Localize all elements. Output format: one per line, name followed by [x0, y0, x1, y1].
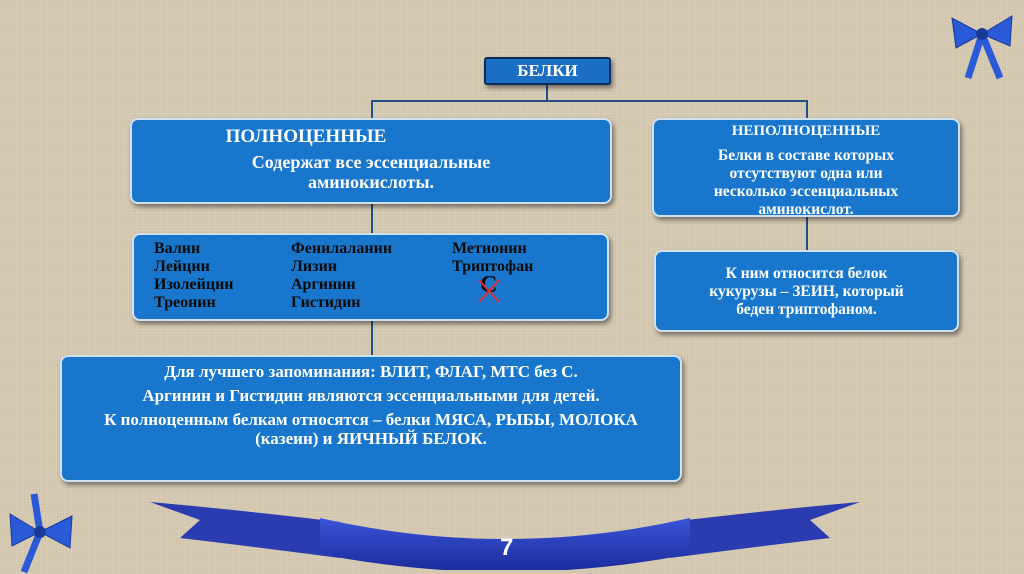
incomplete-desc-line: аминокислот. — [758, 201, 854, 218]
amino-acid: Фенилаланин — [291, 240, 393, 257]
zein-line: кукурузы – ЗЕИН, который — [709, 283, 904, 300]
amino-acid: Метионин — [452, 240, 527, 257]
incomplete-desc-line: Белки в составе которых — [718, 147, 894, 164]
complete-desc-line: аминокислоты. — [308, 172, 434, 192]
incomplete-desc-line: отсутствуют одна или — [729, 165, 883, 182]
note: Аргинин и Гистидин являются эссенциальны… — [142, 386, 600, 405]
note: Для лучшего запоминания: ВЛИТ, ФЛАГ, МТС… — [164, 362, 578, 381]
zein-line: беден триптофаном. — [736, 301, 877, 318]
incomplete-proteins-box: НЕПОЛНОЦЕННЫЕ Белки в составе которых от… — [652, 118, 960, 218]
amino-acids-box: Валин Лейцин Изолейцин Треонин Фенилалан… — [132, 233, 609, 321]
amino-acid: Гистидин — [291, 294, 361, 311]
note: К полноценным белкам относятся – белки М… — [104, 410, 638, 448]
root-node-proteins: БЕЛКИ — [484, 57, 611, 85]
notes-box: Для лучшего запоминания: ВЛИТ, ФЛАГ, МТС… — [60, 355, 682, 482]
crossed-out-letter: С — [478, 273, 500, 303]
complete-title: ПОЛНОЦЕННЫЕ — [225, 126, 387, 147]
incomplete-title: НЕПОЛНОЦЕННЫЕ — [731, 123, 881, 139]
bow-icon — [951, 15, 1013, 80]
connector — [546, 84, 548, 101]
connector — [371, 100, 373, 355]
incomplete-desc-line: несколько эссенциальных — [713, 183, 899, 200]
amino-acid: Триптофан — [452, 258, 534, 275]
amino-acid: Аргинин — [291, 276, 356, 293]
connector — [371, 100, 808, 102]
crossed-letter: С — [480, 272, 498, 298]
amino-acid: Треонин — [154, 294, 216, 311]
amino-acid: Изолейцин — [154, 276, 234, 293]
page-number: 7 — [500, 534, 514, 561]
zein-line: К ним относится белок — [725, 265, 888, 282]
complete-desc-line: Содержат все эссенциальные — [251, 152, 491, 172]
zein-box: К ним относится белок кукурузы – ЗЕИН, к… — [654, 250, 959, 332]
root-label: БЕЛКИ — [517, 61, 578, 80]
ribbon-banner — [150, 502, 860, 570]
amino-acid: Лизин — [291, 258, 338, 275]
amino-acid: Лейцин — [154, 258, 210, 275]
bow-icon — [9, 493, 73, 574]
red-cross-icon — [478, 279, 500, 303]
amino-acid: Валин — [154, 240, 201, 257]
